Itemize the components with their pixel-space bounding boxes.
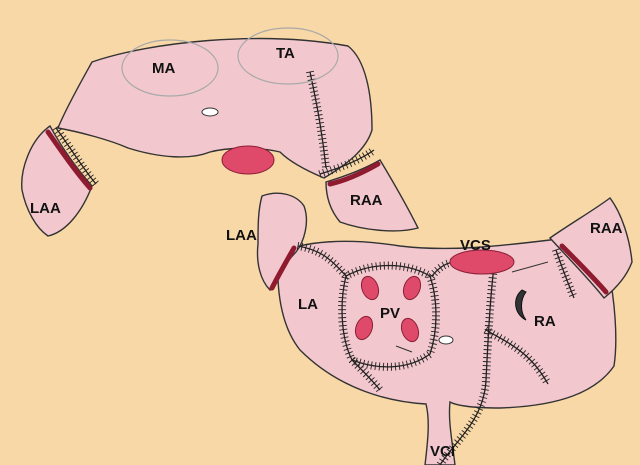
suture-hatch — [380, 262, 381, 270]
label-raa-bottom: RAA — [590, 220, 623, 237]
suture-hatch — [486, 314, 494, 315]
label-laa-bottom: LAA — [226, 227, 257, 244]
suture-hatch — [432, 304, 440, 305]
suture-hatch — [484, 338, 492, 339]
label-ra: RA — [534, 313, 556, 330]
label-vcs: VCS — [460, 237, 491, 254]
label-la: LA — [298, 296, 318, 313]
label-ma: MA — [152, 60, 175, 77]
label-vci: VCI — [430, 443, 455, 460]
suture-hatch — [484, 346, 492, 347]
suture-hatch — [484, 350, 492, 351]
suture-hatch — [486, 310, 494, 311]
suture-hatch — [485, 326, 493, 327]
top-orifice-ellipse — [222, 146, 274, 174]
label-raa-top: RAA — [350, 192, 383, 209]
suture-hatch — [339, 321, 347, 322]
suture-hatch — [432, 324, 440, 325]
suture-hatch — [482, 381, 490, 382]
suture-hatch — [487, 302, 495, 303]
small-oval-bottom — [439, 336, 453, 344]
suture-hatch — [485, 322, 493, 323]
label-pv: PV — [380, 305, 400, 322]
label-laa-top: LAA — [30, 200, 61, 217]
label-ta: TA — [276, 45, 295, 62]
suture-hatch — [486, 318, 494, 319]
suture-hatch — [486, 306, 494, 307]
small-oval-top — [202, 108, 218, 116]
suture-hatch — [484, 342, 492, 343]
suture-hatch — [383, 363, 384, 371]
